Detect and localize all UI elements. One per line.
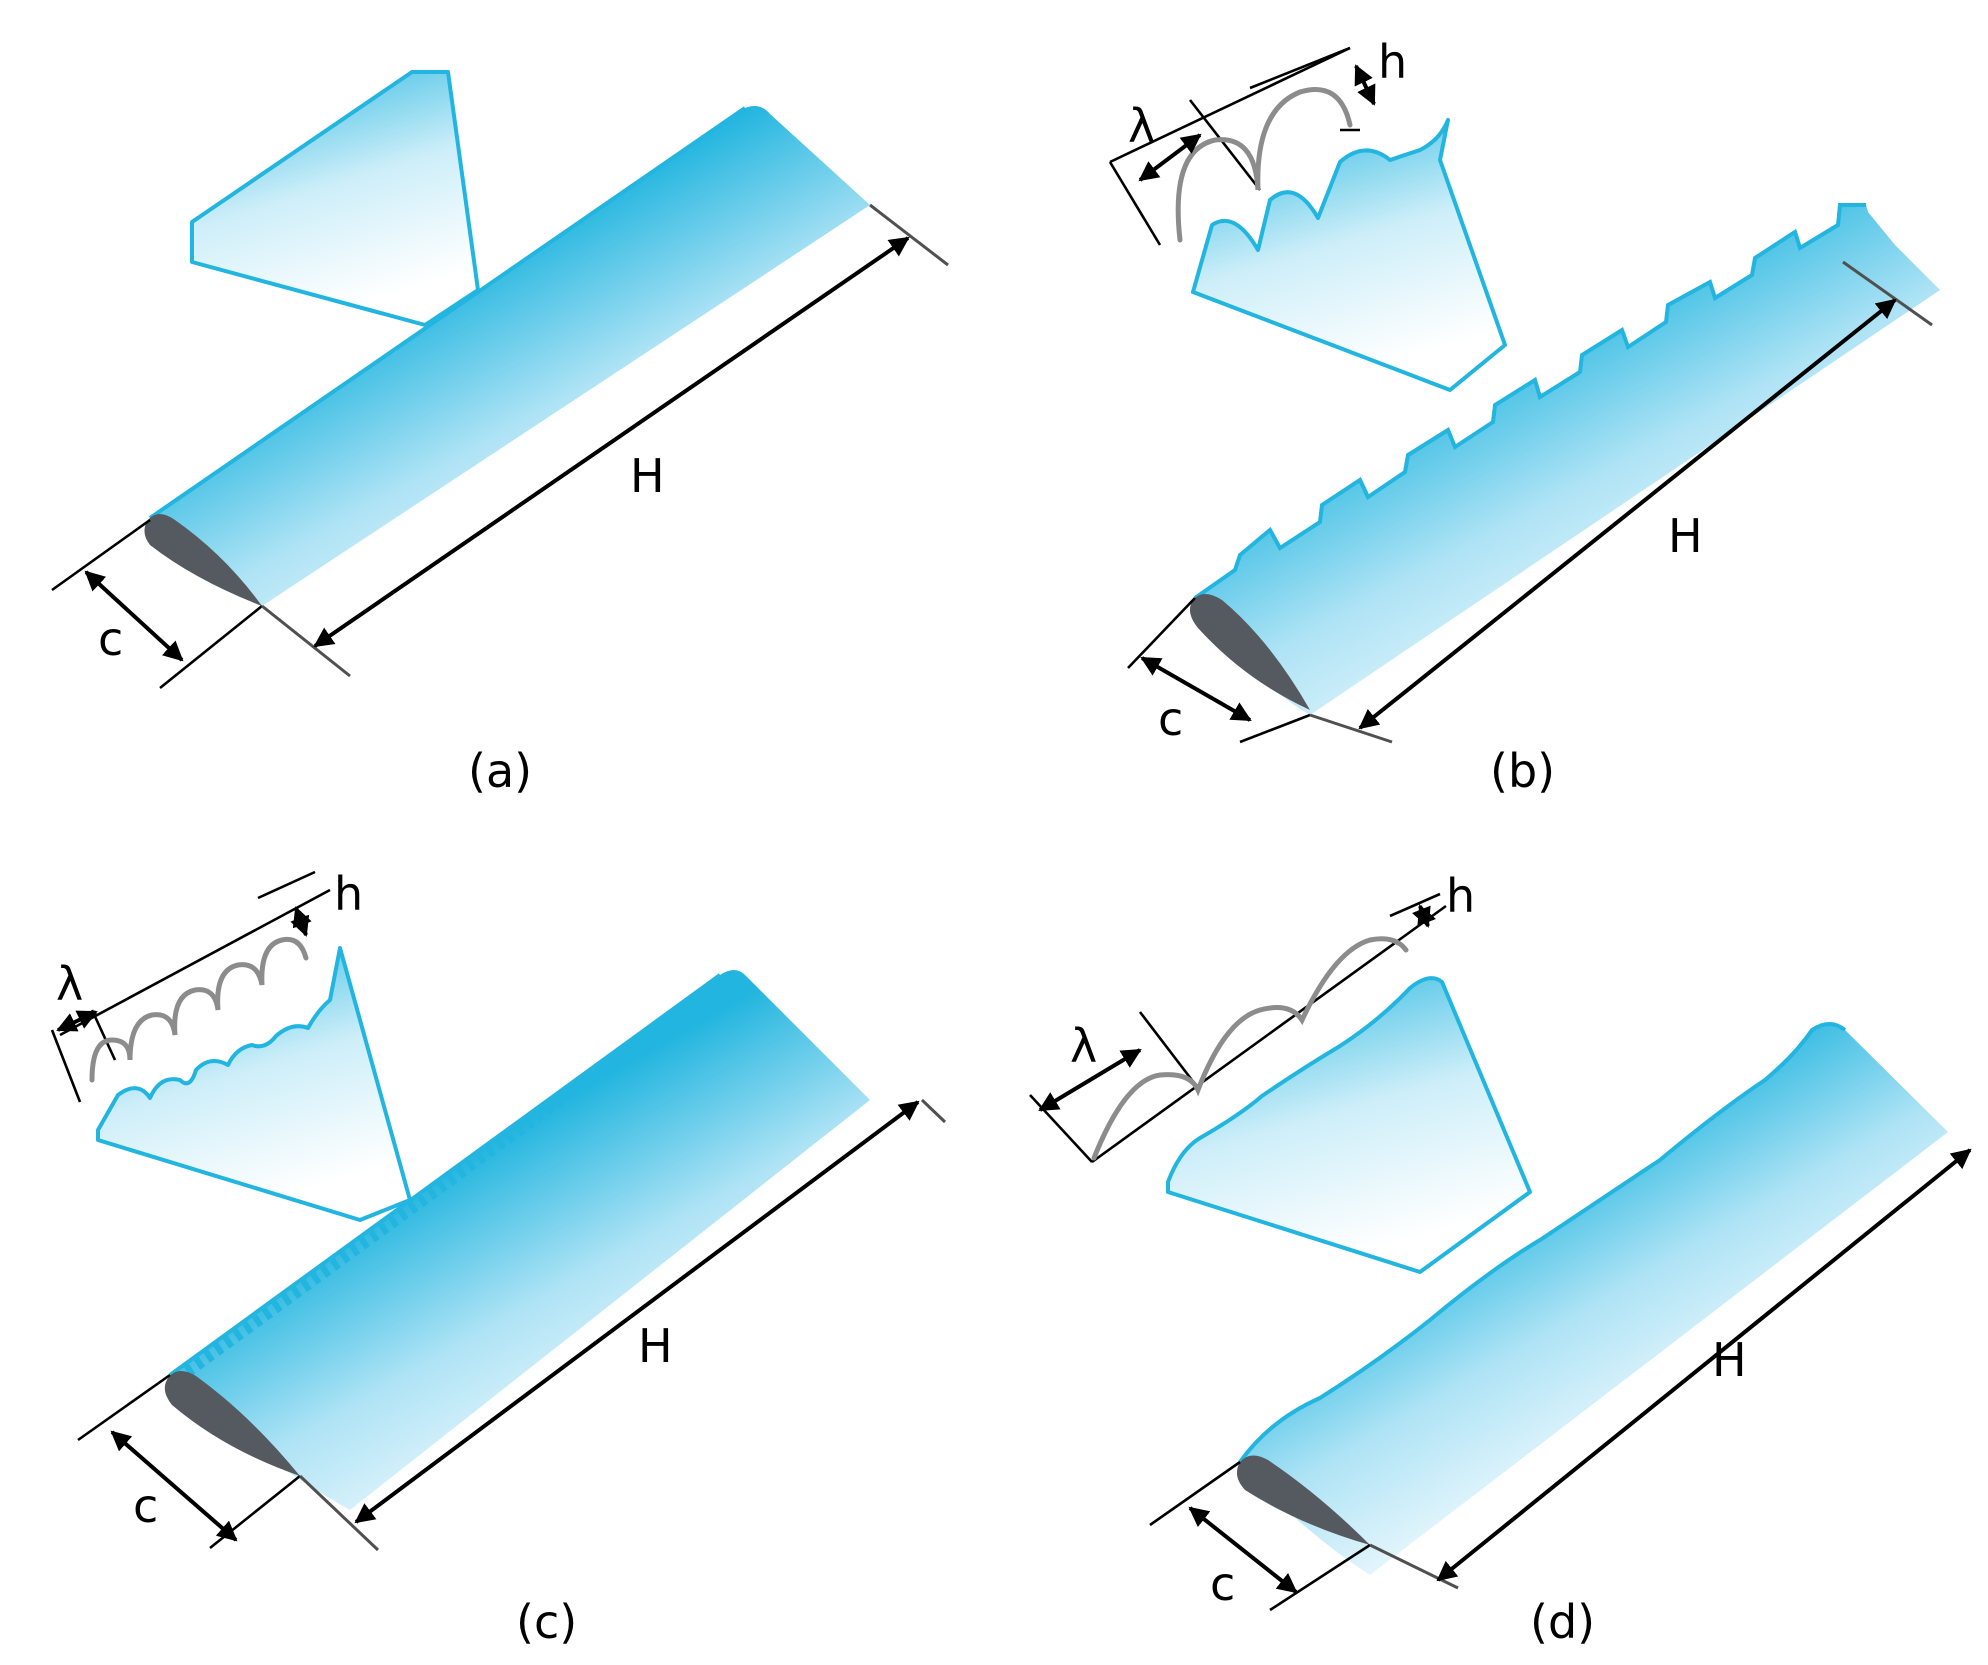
wave-baseline <box>59 888 331 1037</box>
span-extension-top <box>1842 260 1933 327</box>
span-label: H <box>1712 1333 1747 1387</box>
span-extension-bottom <box>1309 713 1393 744</box>
span-extension-top <box>920 1098 947 1124</box>
airfoil-section <box>1189 594 1310 710</box>
chord-arrow <box>1140 656 1252 722</box>
chord-arrow <box>110 1430 238 1542</box>
wavelength-extension-left <box>1029 1094 1093 1163</box>
wavelength-extension-left <box>1108 161 1162 246</box>
chord-label: c <box>1210 1557 1235 1611</box>
wavelength-arrow <box>1038 1048 1142 1112</box>
zoom-wedge <box>96 946 412 1222</box>
amplitude-label: h <box>1378 35 1407 89</box>
wavelength-extension-left <box>50 1029 82 1103</box>
chord-extension-right <box>1269 1543 1371 1612</box>
wave-profile <box>89 936 309 1083</box>
amplitude-arrow <box>1354 64 1376 106</box>
wavelength-extension-right <box>1188 99 1262 191</box>
span-arrow <box>1358 298 1897 730</box>
chord-extension-left <box>1149 1460 1241 1527</box>
panel-c: λ h c H (c) <box>50 867 947 1649</box>
wavelength-label: λ <box>1070 1019 1097 1073</box>
airfoil-section <box>144 514 262 606</box>
wavelength-arrow <box>56 1010 98 1032</box>
chord-extension-right <box>159 604 263 690</box>
chord-label: c <box>133 1479 158 1533</box>
amplitude-label: h <box>334 867 363 921</box>
zoom-wedge <box>190 70 480 327</box>
span-extension-bottom <box>1369 1543 1459 1590</box>
chord-extension-right <box>209 1474 301 1550</box>
span-arrow <box>313 236 910 648</box>
span-label: H <box>638 1319 673 1373</box>
wavelength-label: λ <box>56 957 83 1011</box>
wavelength-extension-right <box>1138 1011 1200 1089</box>
span-arrow <box>1436 1148 1972 1582</box>
panel-d: λ h c H (d) <box>1029 869 1972 1649</box>
airfoil-section <box>1236 1455 1370 1545</box>
chord-extension-left <box>77 1373 171 1442</box>
chord-arrow <box>84 570 184 662</box>
span-extension-top <box>869 203 949 267</box>
amplitude-arrow <box>1412 904 1436 928</box>
zoom-wedge <box>1191 118 1507 392</box>
span-extension-bottom <box>261 604 351 678</box>
wavelength-arrow <box>1138 133 1202 182</box>
panel-caption: (a) <box>468 744 532 798</box>
amplitude-extension <box>1389 892 1441 918</box>
zoom-wedge <box>1166 976 1532 1274</box>
chord-extension-right <box>1239 713 1311 744</box>
span-arrow <box>354 1100 920 1524</box>
chord-label: c <box>98 612 123 666</box>
amplitude-label: h <box>1446 869 1475 923</box>
wave-baseline-upper <box>1249 46 1351 90</box>
span-extension-bottom <box>298 1474 380 1552</box>
amplitude-extension <box>257 870 316 900</box>
wave-baseline <box>1091 904 1447 1164</box>
panel-caption: (b) <box>1490 744 1555 798</box>
chord-arrow <box>1188 1506 1298 1594</box>
span-label: H <box>1668 509 1703 563</box>
wave-profile <box>1091 936 1409 1161</box>
chord-label: c <box>1158 692 1183 746</box>
chord-extension-left <box>51 518 151 592</box>
panel-caption: (c) <box>516 1595 577 1649</box>
chord-extension-left <box>1127 597 1196 669</box>
airfoil-section <box>164 1370 300 1476</box>
panel-a: c H (a) <box>51 70 949 798</box>
panel-b: λ h c H (b) <box>1108 35 1940 798</box>
span-label: H <box>630 449 665 503</box>
amplitude-arrow <box>290 906 312 937</box>
wavelength-label: λ <box>1128 99 1155 153</box>
panel-caption: (d) <box>1530 1595 1595 1649</box>
